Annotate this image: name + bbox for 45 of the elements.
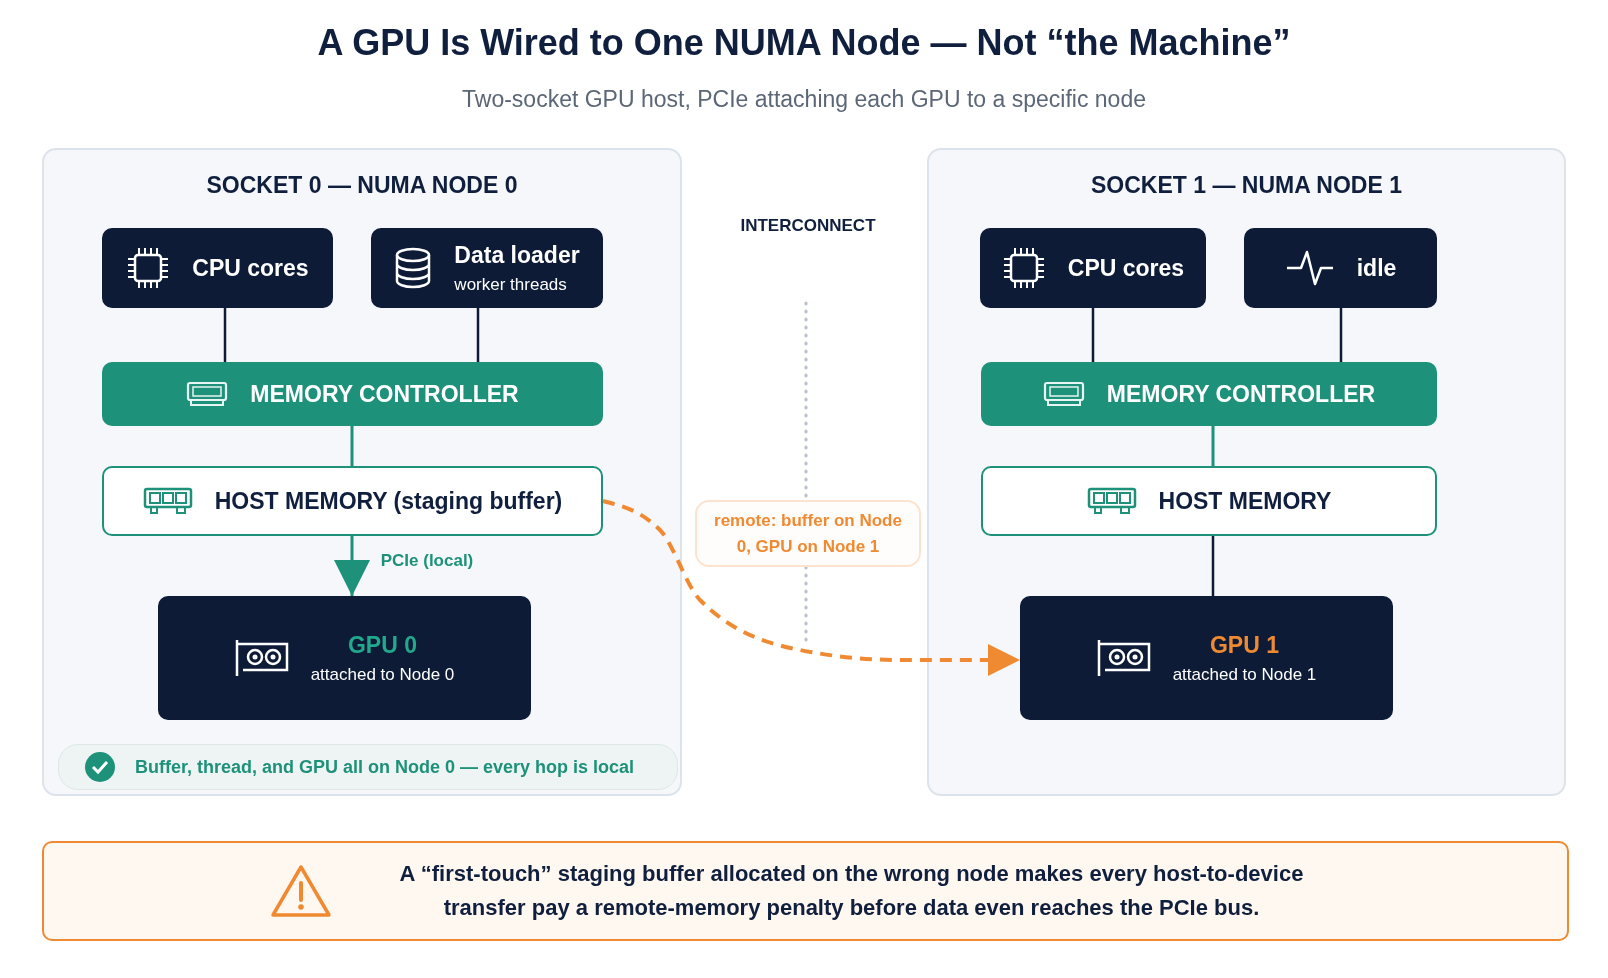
memory-box (102, 466, 603, 536)
panel-heading: SOCKET 0 — NUMA NODE 0 (205, 172, 519, 199)
arrow (602, 499, 1020, 676)
diagram-title: A GPU Is Wired to One NUMA Node — Not “the Machine” (316, 22, 1292, 64)
box-title: A “first-touch” staging buffer allocated on the wrong node makes every host-to-device transfer pay a remote-memory penalty before data even reaches the PCIe bus. (398, 859, 1305, 922)
arrow (334, 536, 370, 596)
box-title: HOST MEMORY (1158, 487, 1332, 515)
component-box (980, 228, 1206, 308)
connector-line (1091, 308, 1095, 362)
box-title: GPU 1 (1208, 631, 1280, 659)
box-title: Buffer, thread, and GPU all on Node 0 — every hop is local (135, 756, 635, 778)
connector-line (1339, 308, 1343, 362)
component-box (1244, 228, 1437, 308)
box-title: CPU cores (1067, 254, 1185, 282)
warning-callout (42, 841, 1569, 941)
box-title: HOST MEMORY (staging buffer) (214, 487, 563, 515)
diagram-subtitle: Two-socket GPU host, PCIe attaching each GPU to a specific node (461, 86, 1147, 113)
box-title: MEMORY CONTROLLER (250, 380, 519, 408)
box-subtitle: worker threads (454, 274, 568, 295)
socket-panel (927, 148, 1566, 796)
edge-label: remote: buffer on Node 0, GPU on Node 1 (695, 500, 921, 567)
component-box (102, 228, 333, 308)
panel-heading: SOCKET 1 — NUMA NODE 1 (1090, 172, 1403, 199)
connector-line (1211, 426, 1215, 466)
edge-label: PCIe (local) (379, 550, 475, 572)
gpu-box (158, 596, 531, 720)
box-title: Data loader (454, 241, 580, 269)
socket-panel (42, 148, 682, 796)
controller-bar (981, 362, 1437, 426)
memory-box (981, 466, 1437, 536)
box-subtitle: attached to Node 1 (1172, 664, 1317, 685)
component-box (371, 228, 603, 308)
connector-line (350, 426, 354, 466)
box-subtitle: attached to Node 0 (310, 664, 455, 685)
box-title: CPU cores (192, 254, 309, 282)
status-note (58, 744, 678, 790)
interconnect-label: INTERCONNECT (739, 216, 877, 236)
connector-line (1211, 536, 1215, 596)
connector-line (223, 308, 227, 362)
connector-line (476, 308, 480, 362)
gpu-box (1020, 596, 1393, 720)
box-title: MEMORY CONTROLLER (1106, 380, 1376, 408)
box-title: GPU 0 (346, 631, 418, 659)
box-title: idle (1356, 254, 1397, 282)
controller-bar (102, 362, 603, 426)
